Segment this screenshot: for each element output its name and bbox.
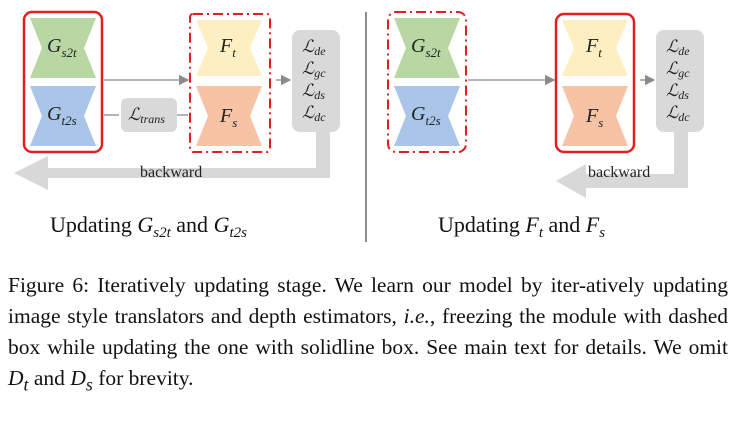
backward-arrow-left [14,132,330,190]
svg-text:ℒds: ℒds [302,81,325,102]
svg-text:ℒds: ℒds [666,81,689,102]
right-panel: backward Gs2t Gt2s Ft Fs ℒde ℒgc [387,11,704,241]
f-s-label-left: Fs [219,105,237,130]
figure-diagram: backward Gs2t Gt2s ℒtrans Ft Fs [14,10,704,242]
f-t-shape-left [196,20,262,76]
caption-ie: i.e. [403,304,430,328]
caption-ds-sub: s [85,374,93,395]
g-t2s-label-right: Gt2s [411,103,441,128]
f-s-label-right: Fs [585,105,603,130]
dashed-box-estimators-left [189,13,271,153]
caption-text-1: Figure 6: Iteratively updating stage. We… [8,273,728,328]
left-panel: backward Gs2t Gt2s ℒtrans Ft Fs [14,10,340,241]
g-s2t-label-right: Gs2t [411,35,441,60]
backward-label-left: backward [140,164,202,181]
caption-text-4: for brevity. [92,366,194,390]
losses-box-right [656,30,704,132]
f-t-label-left: Ft [219,35,236,60]
figure-caption: Figure 6: Iteratively updating stage. We… [8,270,728,400]
caption-ds: D [70,366,86,390]
svg-text:ℒde: ℒde [302,37,326,58]
caption-text-2: , freezing the module with dashed box wh… [8,304,728,359]
g-t2s-shape-left [30,86,96,146]
l-trans-box [121,98,177,132]
losses-list-right: ℒde ℒgc ℒds ℒdc [666,37,690,124]
subtitle-left: Updating Gs2t and Gt2s [50,212,247,241]
subtitle-right: Updating Ft and Fs [438,212,605,241]
l-trans-label: ℒtrans [128,105,165,126]
g-s2t-shape-left [30,18,96,78]
backward-label-right: backward [588,164,650,181]
g-t2s-label-left: Gt2s [47,103,77,128]
f-t-label-right: Ft [585,35,602,60]
losses-box-left [292,30,340,132]
caption-dt-sub: t [23,374,29,395]
caption-dt: D [8,366,24,390]
g-s2t-label-left: Gs2t [47,35,77,60]
caption-text-3: and [28,366,71,390]
svg-text:ℒde: ℒde [666,37,690,58]
f-s-shape-left [196,86,262,146]
g-t2s-shape-right [394,86,460,146]
backward-arrow-right [556,132,688,198]
svg-text:ℒdc: ℒdc [302,103,326,124]
f-t-shape-right [562,20,628,76]
svg-text:ℒgc: ℒgc [302,59,326,80]
losses-list-left: ℒde ℒgc ℒds ℒdc [302,37,326,124]
solid-box-estimators-right [554,12,636,154]
dashed-box-generators-right [387,11,467,153]
f-s-shape-right [562,86,628,146]
svg-text:ℒdc: ℒdc [666,103,690,124]
svg-text:ℒgc: ℒgc [666,59,690,80]
g-s2t-shape-right [394,18,460,78]
solid-box-generators-left [22,10,104,154]
